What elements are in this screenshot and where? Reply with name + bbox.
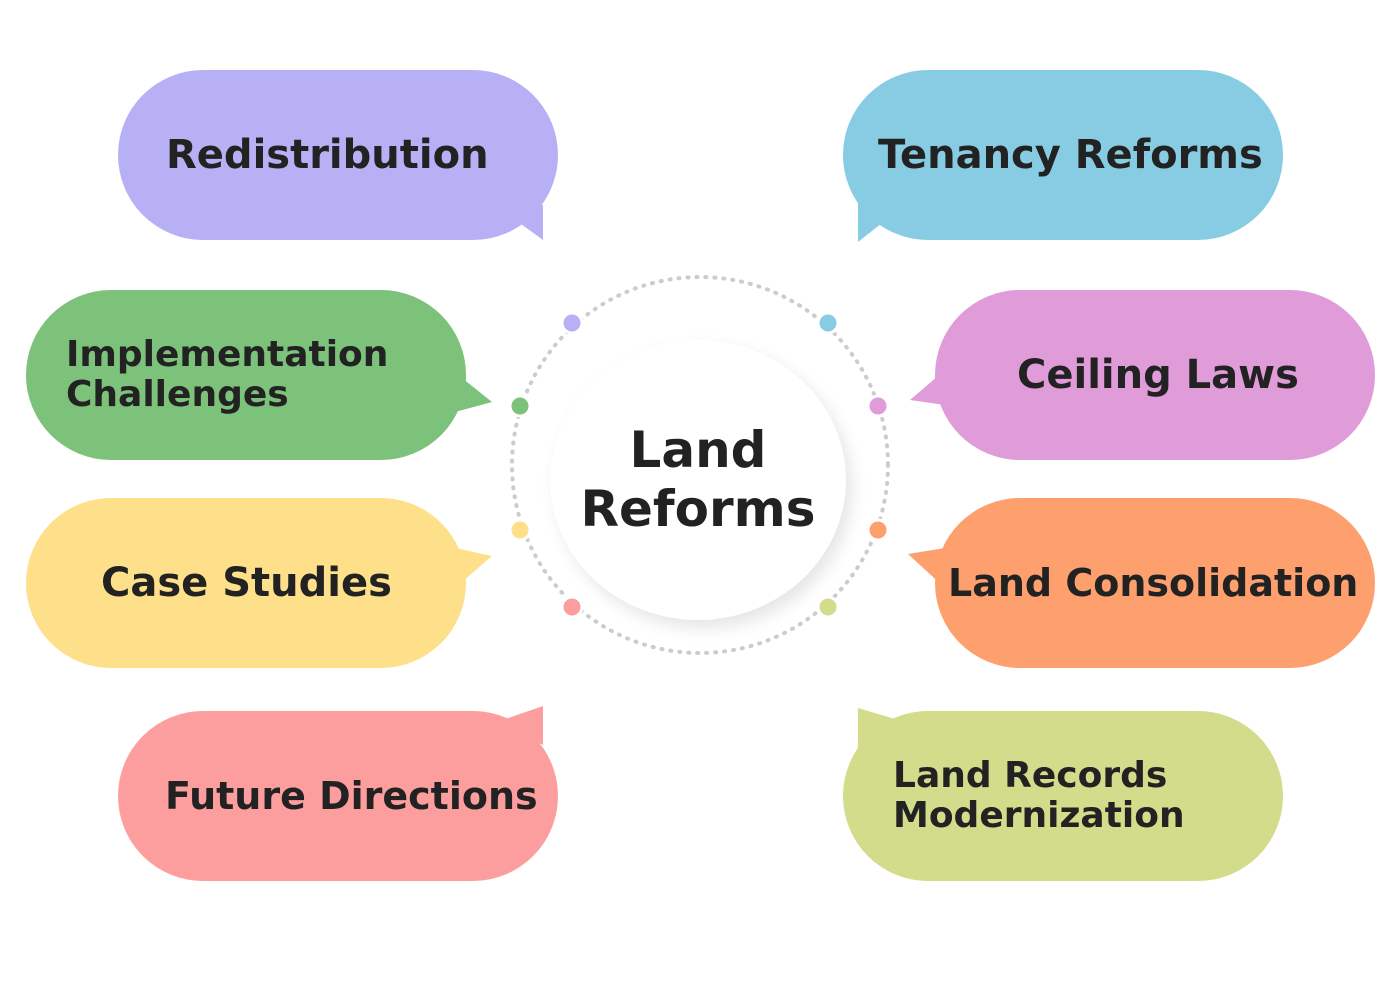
topic-label: Tenancy Reforms	[878, 131, 1263, 178]
connector-dot-case-studies	[508, 518, 532, 542]
connector-dot-redistribution	[560, 311, 584, 335]
topic-label: Redistribution	[166, 131, 489, 178]
topic-label-line-2: Challenges	[66, 374, 289, 415]
topic-land-records-modernization: Land Records Modernization	[843, 711, 1283, 881]
connector-dot-tenancy-reforms	[816, 311, 840, 335]
center-node: Land Reforms	[550, 340, 846, 620]
topic-label: Ceiling Laws	[1017, 351, 1299, 398]
dotted-ring	[510, 275, 890, 655]
topic-label-line-1: Implementation	[66, 333, 389, 375]
connector-dot-implementation-challenges	[508, 394, 532, 418]
topic-implementation-challenges: Implementation Challenges	[26, 290, 466, 460]
center-title-line-1: Land	[629, 421, 767, 479]
center-title-line-2: Reforms	[580, 480, 816, 538]
topic-ceiling-laws: Ceiling Laws	[935, 290, 1375, 460]
topic-label: Land Consolidation	[948, 560, 1359, 605]
topic-land-consolidation: Land Consolidation	[935, 498, 1375, 668]
connector-dot-land-consolidation	[866, 518, 890, 542]
topic-case-studies: Case Studies	[26, 498, 466, 668]
topic-label-line-1: Land Records	[893, 754, 1168, 796]
connector-dot-ceiling-laws	[866, 394, 890, 418]
topic-label: Case Studies	[101, 559, 392, 606]
connector-dot-future-directions	[560, 595, 584, 619]
topic-label-line-2: Modernization	[893, 795, 1185, 836]
connector-dot-land-records-modernization	[816, 595, 840, 619]
topic-redistribution: Redistribution	[118, 70, 558, 240]
topic-future-directions: Future Directions	[118, 711, 558, 881]
topic-label: Future Directions	[165, 773, 538, 818]
topic-tenancy-reforms: Tenancy Reforms	[843, 70, 1283, 240]
